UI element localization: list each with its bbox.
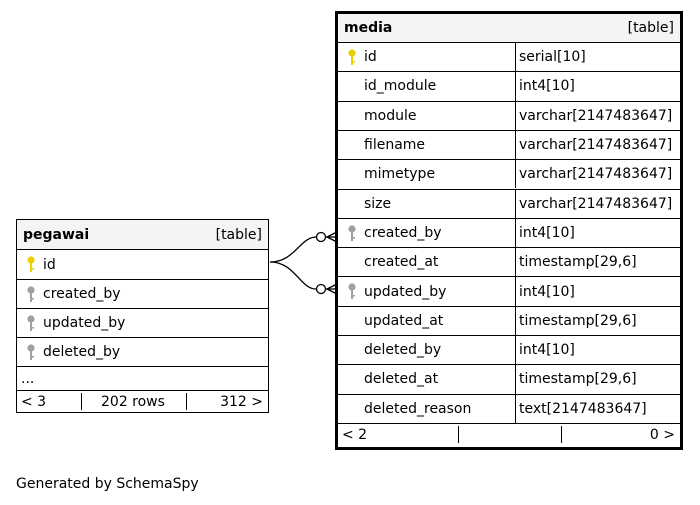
column-row-id[interactable]: id: [17, 250, 268, 279]
column-type: varchar[2147483647]: [519, 195, 673, 212]
primary-key-icon: [26, 255, 36, 273]
column-type: int4[10]: [519, 283, 575, 300]
foreign-key-icon: [347, 282, 357, 300]
parents-count-link[interactable]: < 3: [21, 393, 47, 410]
column-name: created_at: [364, 254, 439, 271]
table-pegawai[interactable]: pegawai [table] id created_by updated_by…: [16, 219, 269, 413]
column-name: created_by: [43, 286, 121, 302]
table-type: [table]: [215, 226, 262, 243]
column-name: id: [364, 49, 377, 66]
column-row-updated-by[interactable]: updated_by int4[10]: [338, 277, 680, 306]
column-name: module: [364, 107, 417, 124]
column-name: filename: [364, 137, 426, 154]
more-columns-row[interactable]: ...: [17, 367, 268, 390]
generated-by-label: Generated by SchemaSpy: [16, 476, 199, 492]
column-row-filename[interactable]: filename varchar[2147483647]: [338, 130, 680, 160]
column-name: id: [43, 256, 56, 273]
foreign-key-icon: [26, 285, 36, 303]
table-footer: < 3 202 rows 312 >: [17, 391, 268, 412]
column-type: timestamp[29,6]: [519, 312, 637, 329]
column-name: deleted_by: [43, 344, 121, 360]
table-header: pegawai [table]: [17, 220, 268, 249]
column-name: updated_at: [364, 312, 444, 329]
column-row-id-module[interactable]: id_module int4[10]: [338, 72, 680, 101]
column-type: int4[10]: [519, 224, 575, 241]
column-row-deleted-reason[interactable]: deleted_reason text[2147483647]: [338, 394, 680, 423]
column-name: updated_by: [364, 283, 447, 300]
column-name: id_module: [364, 78, 437, 95]
table-header: media [table]: [338, 14, 680, 42]
foreign-key-icon: [347, 224, 357, 242]
column-type: varchar[2147483647]: [519, 107, 673, 124]
column-type: timestamp[29,6]: [519, 254, 637, 271]
column-row-module[interactable]: module varchar[2147483647]: [338, 101, 680, 130]
column-row-created-by[interactable]: created_by: [17, 280, 268, 308]
children-count-link[interactable]: 0 >: [649, 426, 675, 443]
column-row-id[interactable]: id serial[10]: [338, 43, 680, 72]
column-name: size: [364, 195, 392, 212]
row-count: 202 rows: [101, 393, 165, 410]
edge-pegawai-id-media-created-by: [269, 230, 340, 263]
table-footer: < 2 0 >: [338, 424, 680, 446]
foreign-key-icon: [26, 343, 36, 361]
column-name: deleted_reason: [364, 400, 472, 417]
column-row-deleted-at[interactable]: deleted_at timestamp[29,6]: [338, 365, 680, 394]
column-row-deleted-by[interactable]: deleted_by int4[10]: [338, 336, 680, 365]
parents-count-link[interactable]: < 2: [342, 426, 368, 443]
table-media[interactable]: media [table] id serial[10] id_module int4[…: [335, 11, 683, 450]
table-name: pegawai: [23, 226, 90, 243]
column-row-updated-by[interactable]: updated_by: [17, 309, 268, 337]
table-name: media: [344, 20, 393, 36]
children-count-link[interactable]: 312 >: [220, 393, 263, 410]
column-type: varchar[2147483647]: [519, 166, 673, 183]
column-type: int4[10]: [519, 342, 575, 359]
column-row-created-at[interactable]: created_at timestamp[29,6]: [338, 248, 680, 277]
primary-key-icon: [347, 48, 357, 66]
column-type: timestamp[29,6]: [519, 371, 637, 388]
column-type: int4[10]: [519, 78, 575, 95]
more-indicator: ...: [21, 370, 35, 387]
column-name: deleted_at: [364, 371, 439, 388]
column-type: text[2147483647]: [519, 400, 647, 417]
column-row-created-by[interactable]: created_by int4[10]: [338, 218, 680, 248]
column-type: varchar[2147483647]: [519, 137, 673, 154]
edge-pegawai-id-media-updated-by: [269, 261, 340, 296]
foreign-key-icon: [26, 314, 36, 332]
column-row-deleted-by[interactable]: deleted_by: [17, 338, 268, 366]
column-row-size[interactable]: size varchar[2147483647]: [338, 189, 680, 218]
column-name: mimetype: [364, 166, 436, 183]
column-row-mimetype[interactable]: mimetype varchar[2147483647]: [338, 160, 680, 189]
table-type: [table]: [627, 20, 674, 36]
column-name: deleted_by: [364, 342, 442, 359]
column-name: created_by: [364, 224, 442, 241]
column-row-updated-at[interactable]: updated_at timestamp[29,6]: [338, 306, 680, 335]
column-name: updated_by: [43, 315, 126, 331]
column-type: serial[10]: [519, 49, 586, 66]
